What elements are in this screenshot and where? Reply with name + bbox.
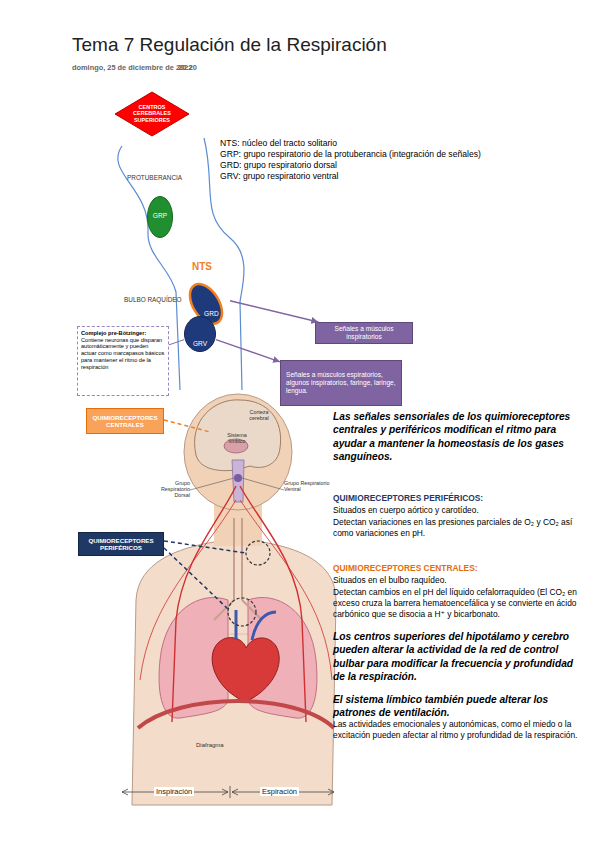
connector bbox=[230, 301, 318, 322]
label-text: Grupo Respiratorio Ventral bbox=[284, 480, 330, 492]
nerve bbox=[172, 486, 236, 722]
leader-line bbox=[164, 420, 210, 432]
nerve bbox=[240, 486, 306, 722]
label-text: El sistema límbico también puede alterar… bbox=[333, 693, 585, 720]
process-box: QUIMIORECEPTORES CENTRALES bbox=[86, 408, 164, 434]
respiratory-groups bbox=[234, 474, 242, 482]
aortic-body-mark bbox=[228, 598, 256, 626]
label-text: GRP: grupo respiratorio de la protuberan… bbox=[220, 149, 481, 159]
label-text: GRV: grupo respiratorio ventral bbox=[220, 171, 338, 181]
ellipse-shape bbox=[148, 197, 173, 238]
node-text: CENTROS CEREBRALES SUPERIORES bbox=[129, 104, 175, 123]
label-text: Espiración bbox=[260, 787, 299, 796]
decision-diamond: CENTROS CEREBRALES SUPERIORES bbox=[115, 92, 189, 136]
label-text: Sistema límbico bbox=[222, 432, 252, 444]
connector bbox=[169, 340, 184, 345]
diamond-shape bbox=[115, 92, 189, 136]
leader-line bbox=[164, 541, 246, 553]
node-text: QUIMIORECEPTORES PERIFÉRICOS bbox=[79, 537, 163, 552]
label-text: Diafragma bbox=[196, 742, 224, 748]
nucleus-ellipse: GRV bbox=[184, 316, 216, 352]
label-text: NTS: núcleo del tracto solitario bbox=[220, 138, 337, 148]
node-text: Contiene neuronas que disparan automátic… bbox=[78, 337, 168, 371]
brainstem bbox=[232, 460, 244, 502]
process-box: Complejo pre-Bötzinger:Contiene neuronas… bbox=[77, 326, 169, 396]
nucleus-ellipse: GRP bbox=[147, 196, 173, 238]
label-text: Detectan variaciones en las presiones pa… bbox=[333, 517, 585, 539]
page-title: Tema 7 Regulación de la Respiración bbox=[72, 34, 387, 56]
leader-line bbox=[190, 478, 234, 490]
leader-line bbox=[242, 478, 284, 490]
label-text: Grupo Respiratorio Dorsal bbox=[146, 480, 190, 499]
label-text: GRD: grupo respiratorio dorsal bbox=[220, 160, 337, 170]
node-text: NTS bbox=[192, 262, 212, 272]
label-text: 20:20 bbox=[178, 63, 197, 72]
leader-line bbox=[164, 548, 229, 610]
label-text: PROTUBERANCIA bbox=[127, 174, 182, 181]
label-text: domingo, 25 de diciembre de 2022 bbox=[72, 63, 192, 72]
connector bbox=[216, 340, 280, 362]
process-box: QUIMIORECEPTORES PERIFÉRICOS bbox=[78, 532, 164, 556]
label-text: Inspiración bbox=[154, 787, 194, 796]
process-box: Señales a músculos espiratorios, algunos… bbox=[280, 360, 402, 406]
heart bbox=[212, 638, 279, 702]
nerve bbox=[140, 500, 332, 680]
label-text: Situados en cuerpo aórtico y carotídeo. bbox=[333, 505, 585, 516]
ellipse-shape bbox=[185, 317, 216, 352]
diaphragm bbox=[138, 701, 334, 728]
node-text: GRP bbox=[147, 212, 173, 220]
label-text: Situados en el bulbo raquídeo. bbox=[333, 575, 585, 586]
label-text: Detectan cambios en el pH del líquido ce… bbox=[333, 587, 585, 620]
trachea bbox=[214, 518, 262, 620]
node-text: Complejo pre-Bötzinger: bbox=[78, 327, 168, 337]
label-text: Las actividades emocionales y autonómica… bbox=[333, 719, 585, 741]
node-text: Señales a músculos espiratorios, algunos… bbox=[281, 369, 401, 397]
carotid-body-mark bbox=[246, 541, 270, 565]
node-text: GRV bbox=[184, 340, 216, 348]
phase-arrows bbox=[122, 786, 334, 798]
label-text: Los centros superiores del hipotálamo y … bbox=[333, 630, 585, 683]
label-text: Corteza cerebral bbox=[244, 409, 274, 421]
node-text: GRD bbox=[204, 310, 219, 318]
node-text: QUIMIORECEPTORES CENTRALES bbox=[87, 414, 163, 429]
label-text: Las señales sensoriales de los quimiorec… bbox=[333, 410, 585, 463]
label-text: QUIMIORECEPTORES PERIFÉRICOS: bbox=[333, 493, 585, 504]
label-text: BULBO RAQUÍDEO bbox=[124, 296, 182, 303]
label-text: QUIMIORECEPTORES CENTRALES: bbox=[333, 563, 585, 574]
node-text: Señales a músculos inspiratorios bbox=[316, 323, 412, 343]
process-box: Señales a músculos inspiratorios bbox=[315, 322, 413, 344]
head bbox=[184, 394, 292, 510]
